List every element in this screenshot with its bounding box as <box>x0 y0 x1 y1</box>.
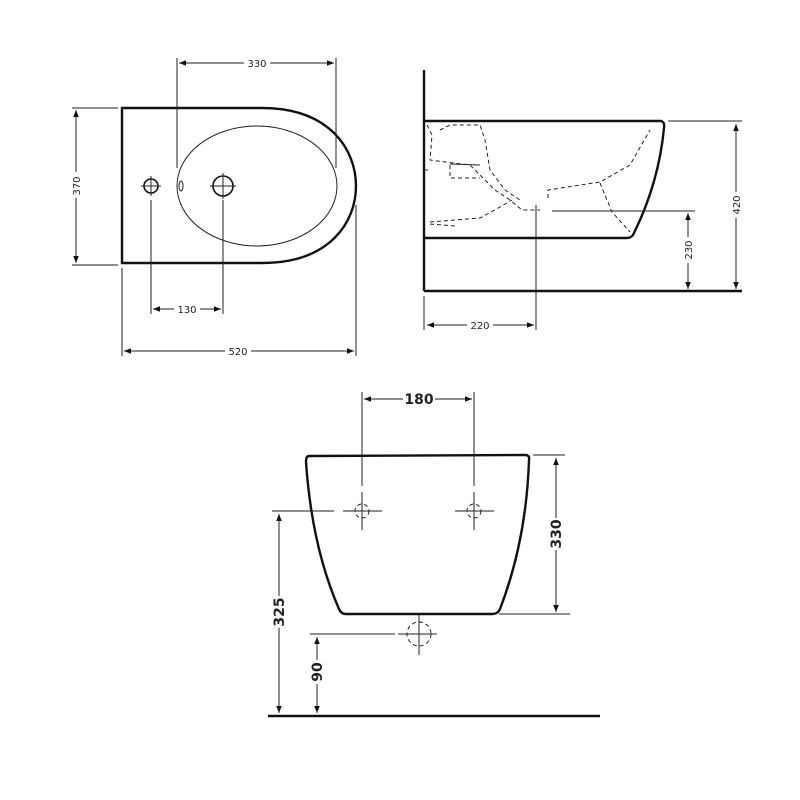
dim-fixing-bolt-spacing: 180 <box>404 392 433 408</box>
tap-hole-icon <box>210 173 236 199</box>
outlet-icon <box>398 615 437 655</box>
front-view-outline <box>304 453 531 616</box>
overflow-slot <box>178 180 184 192</box>
top-view: 330 370 130 520 <box>70 57 358 358</box>
side-view-outline <box>424 119 666 240</box>
dim-bowl-length: 330 <box>247 59 266 70</box>
fixing-bolt-icon <box>343 492 382 530</box>
side-view: 420 230 220 <box>422 70 743 332</box>
dim-fixing-height: 325 <box>272 597 288 626</box>
dim-tap-hole-spacing: 130 <box>177 305 196 316</box>
dim-outlet-height-floor: 90 <box>310 662 326 682</box>
dim-front-height: 330 <box>549 519 565 548</box>
dim-overall-length: 520 <box>228 347 247 358</box>
fixing-bolt-icon <box>455 492 494 530</box>
bowl-rim <box>176 125 338 247</box>
dim-total-height: 420 <box>732 195 743 214</box>
tap-hole-icon <box>141 176 161 196</box>
dim-overall-width: 370 <box>72 176 83 195</box>
dim-outlet-distance: 220 <box>470 321 489 332</box>
top-view-outline <box>120 106 358 265</box>
dim-outlet-height: 230 <box>684 240 695 259</box>
front-view: 180 330 325 90 <box>268 391 600 718</box>
